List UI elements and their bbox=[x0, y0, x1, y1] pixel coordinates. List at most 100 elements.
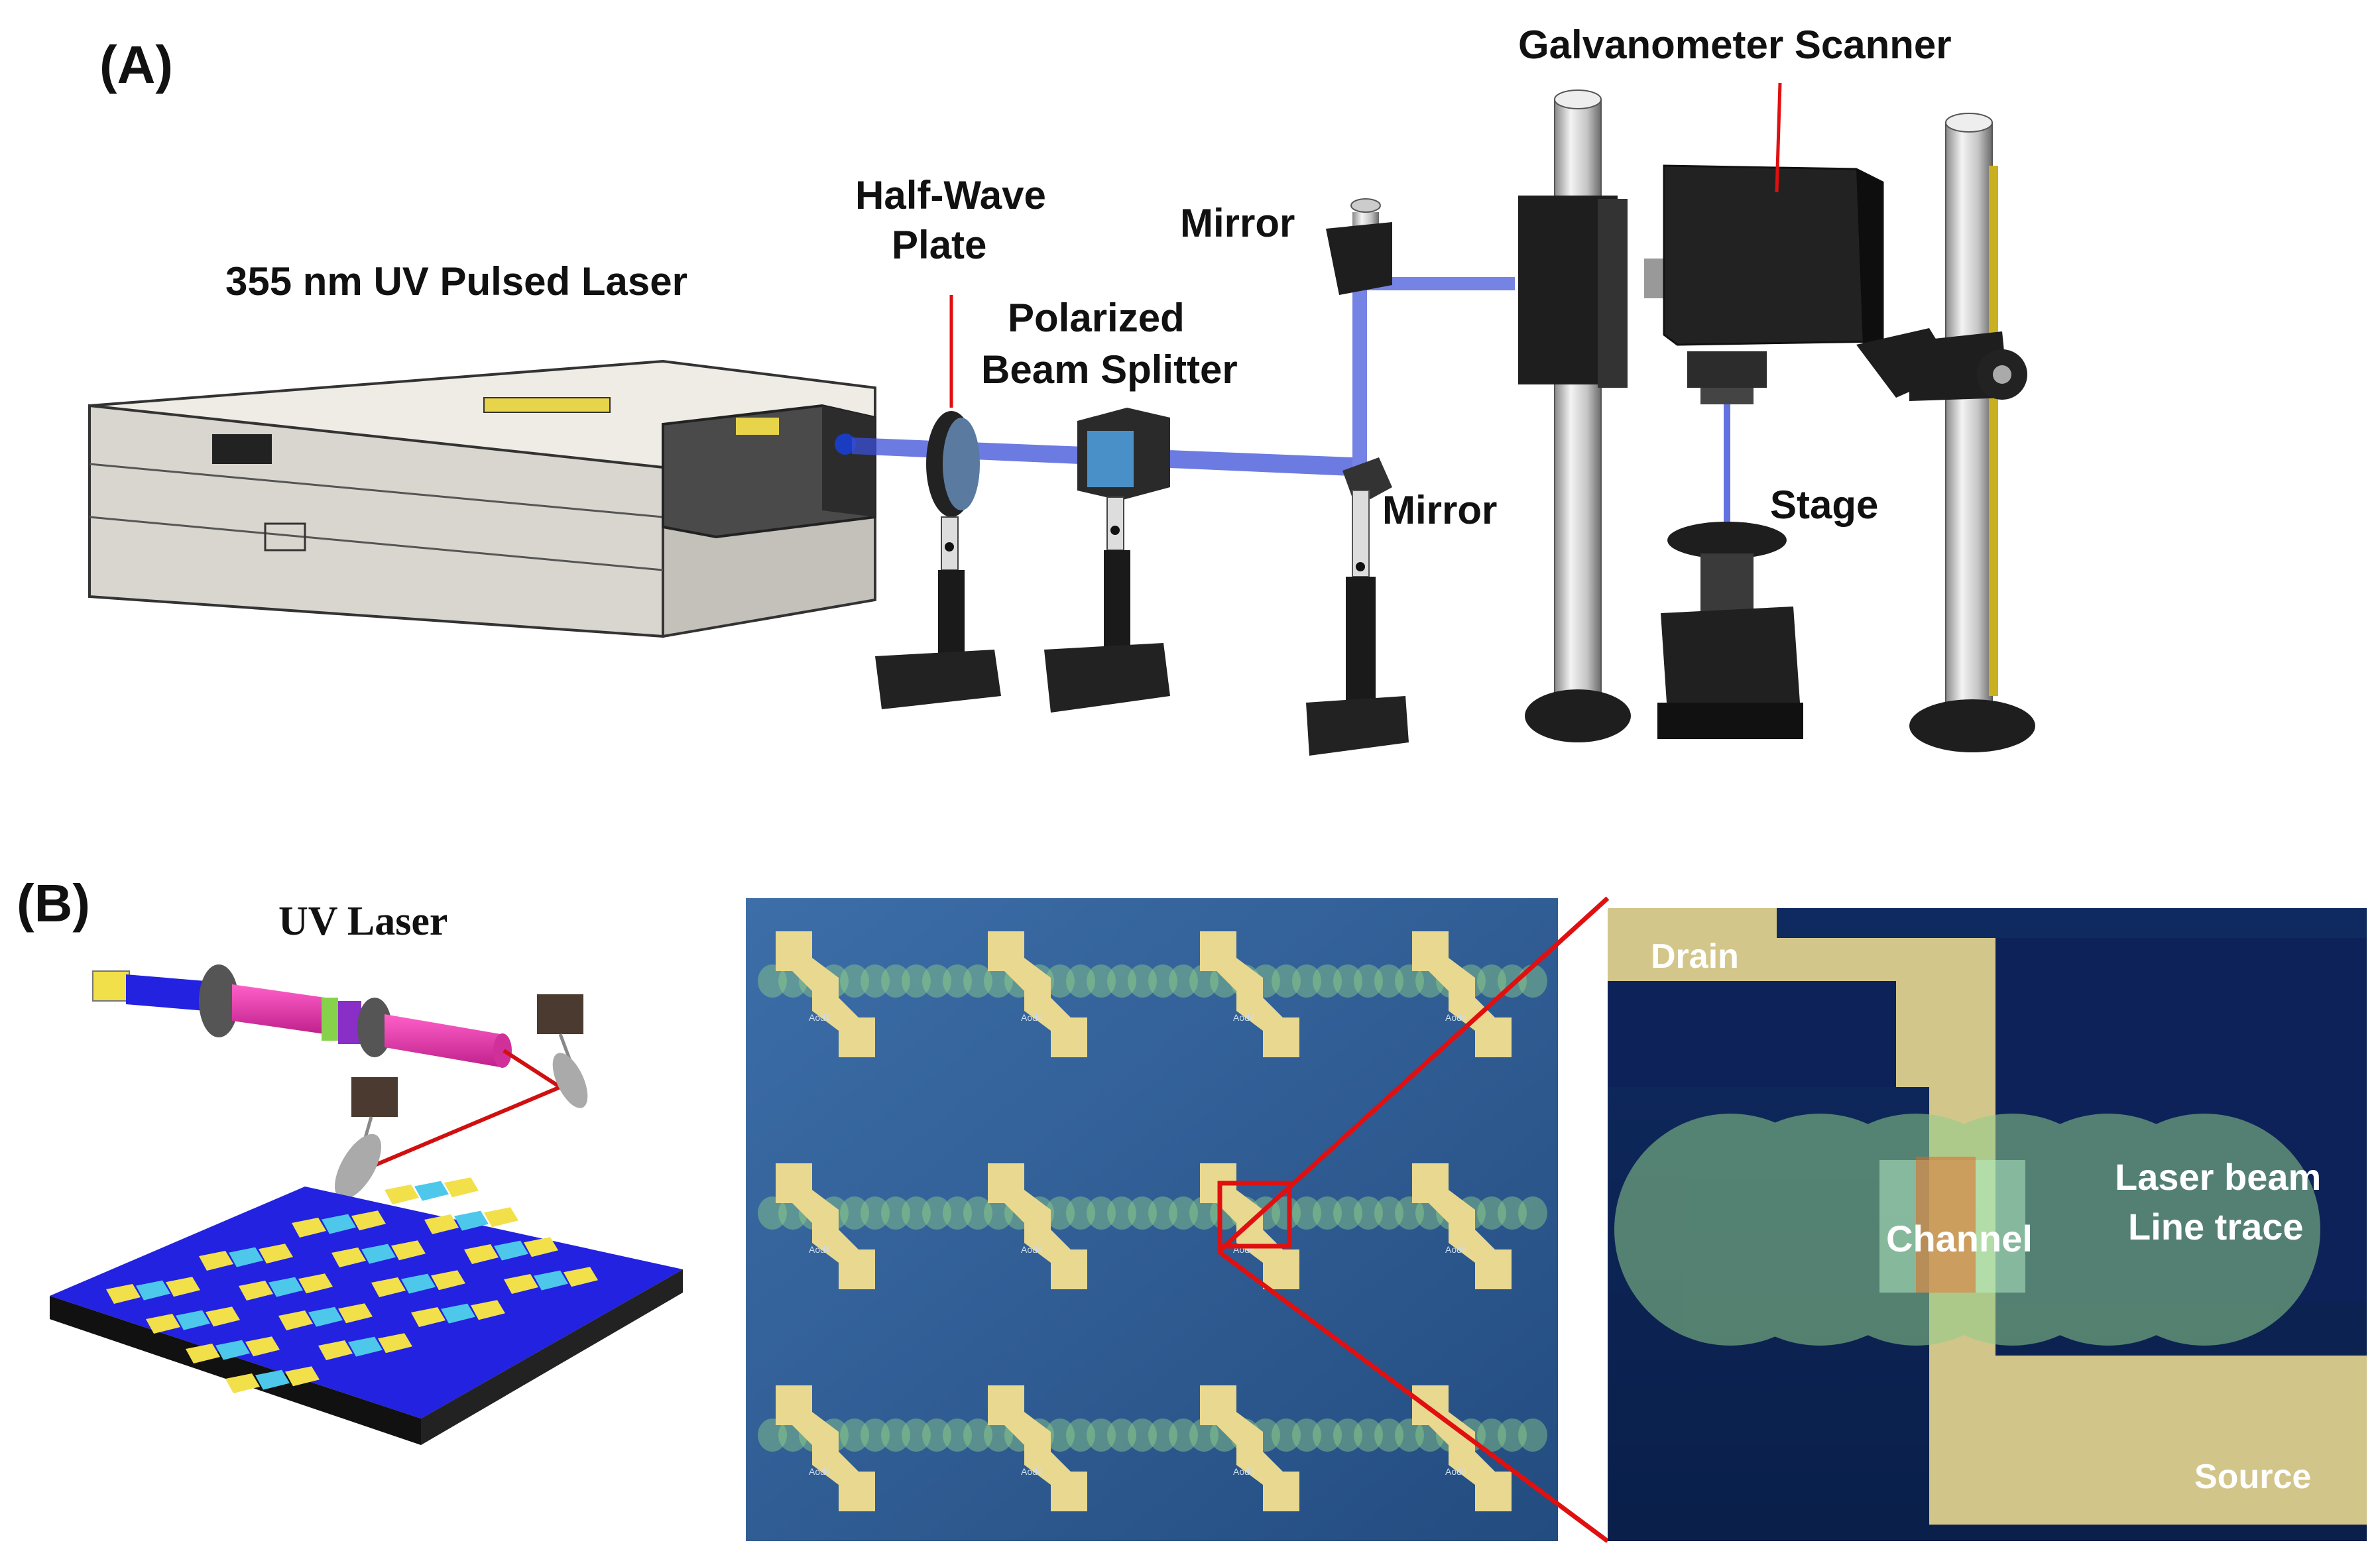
laser-spot bbox=[881, 1419, 910, 1452]
laser-spot bbox=[1189, 1419, 1219, 1452]
laser-spot bbox=[902, 964, 931, 998]
left-pillar bbox=[1518, 89, 1694, 742]
laser-spot bbox=[963, 1419, 992, 1452]
device-pad bbox=[431, 1270, 465, 1291]
laser-spot bbox=[881, 1196, 910, 1230]
device-pad bbox=[494, 1240, 528, 1261]
laser-spot bbox=[1313, 1196, 1342, 1230]
device-pad bbox=[166, 1277, 200, 1297]
laser-spot bbox=[1518, 1419, 1547, 1452]
source-label: Source bbox=[2194, 1458, 2311, 1496]
device-pad bbox=[385, 1185, 419, 1204]
laser-spot bbox=[1169, 1196, 1198, 1230]
laser-spot bbox=[1395, 964, 1424, 998]
laser-spot bbox=[1292, 1196, 1321, 1230]
device-pad bbox=[215, 1340, 250, 1360]
zoom-box bbox=[1217, 1181, 1292, 1249]
panel-b: (B) UV Laser bbox=[17, 874, 2367, 1543]
laser-spot bbox=[1374, 964, 1403, 998]
laser-spot bbox=[1272, 1419, 1301, 1452]
laser-spot bbox=[1189, 964, 1219, 998]
device-pad bbox=[484, 1207, 518, 1228]
laser-spot bbox=[861, 964, 890, 998]
laser-spot bbox=[922, 1196, 951, 1230]
device-pad bbox=[176, 1310, 210, 1330]
trace-label-1: Laser beam bbox=[2115, 1156, 2321, 1198]
half-wave-plate bbox=[875, 411, 1001, 709]
device-pad bbox=[239, 1281, 273, 1301]
device-pad bbox=[292, 1218, 326, 1238]
laser-spot bbox=[1313, 1419, 1342, 1452]
laser-spot bbox=[1189, 1196, 1219, 1230]
laser-spot bbox=[943, 1196, 972, 1230]
device-pad bbox=[391, 1240, 426, 1261]
chip-device bbox=[988, 1163, 1087, 1289]
laser-spot bbox=[1107, 964, 1136, 998]
laser-spot bbox=[1292, 1419, 1321, 1452]
device-pad bbox=[322, 1214, 356, 1234]
laser-spot bbox=[1477, 1196, 1506, 1230]
device-pad bbox=[229, 1247, 263, 1267]
channel-label: Channel bbox=[1886, 1218, 2033, 1259]
laser-spot bbox=[1354, 1419, 1383, 1452]
xyz-stage bbox=[1657, 522, 1803, 739]
stage-label: Stage bbox=[1770, 483, 1878, 527]
laser-spot bbox=[1292, 964, 1321, 998]
device-pad bbox=[524, 1237, 558, 1257]
laser-spot bbox=[1066, 964, 1095, 998]
uv-laser-label: UV Laser bbox=[278, 899, 447, 944]
laser-spot bbox=[1169, 1419, 1198, 1452]
laser-spot bbox=[1272, 1196, 1301, 1230]
laser-spot bbox=[840, 1419, 869, 1452]
laser-spot bbox=[1498, 1419, 1527, 1452]
device-pad bbox=[206, 1306, 240, 1327]
laser-spot bbox=[1087, 1196, 1116, 1230]
laser-spot bbox=[963, 964, 992, 998]
device-pad bbox=[278, 1310, 313, 1330]
device-pad bbox=[245, 1336, 280, 1357]
laser-spot bbox=[758, 1196, 787, 1230]
mirror-post bbox=[1306, 198, 1409, 756]
pbs-label-1: Polarized bbox=[1008, 296, 1185, 340]
laser-spot bbox=[1518, 964, 1547, 998]
laser-spot bbox=[1272, 964, 1301, 998]
laser-spot bbox=[840, 1196, 869, 1230]
zoom-line-top bbox=[1217, 896, 1610, 1253]
laser-spot bbox=[861, 1196, 890, 1230]
panel-b-tag: (B) bbox=[17, 874, 90, 933]
chip-device-label: Aod4 bbox=[1445, 1466, 1467, 1477]
device-pad bbox=[318, 1340, 353, 1360]
chip-device-label: Aod4 bbox=[1233, 1466, 1255, 1477]
laser-spot bbox=[902, 1419, 931, 1452]
chip-device bbox=[988, 1385, 1087, 1511]
device-pad bbox=[441, 1303, 475, 1324]
drain-label: Drain bbox=[1651, 937, 1739, 976]
mirror-bottom-label: Mirror bbox=[1382, 488, 1497, 532]
chip-device-label: Aod4 bbox=[1021, 1244, 1043, 1255]
chip-device bbox=[776, 1163, 875, 1289]
trace-label-2: Line trace bbox=[2128, 1206, 2304, 1248]
device-pad bbox=[564, 1267, 598, 1287]
laser-spot bbox=[1045, 1419, 1075, 1452]
chip-device bbox=[776, 931, 875, 1057]
laser-spot bbox=[984, 964, 1013, 998]
galvo-callout bbox=[1775, 82, 1782, 193]
device-pad bbox=[504, 1274, 538, 1294]
laser-spot bbox=[1128, 964, 1157, 998]
device-pad bbox=[338, 1303, 373, 1324]
laser-spot bbox=[1169, 964, 1198, 998]
laser-spot bbox=[881, 964, 910, 998]
laser-label: 355 nm UV Pulsed Laser bbox=[225, 259, 687, 304]
device-pad bbox=[534, 1270, 568, 1291]
device-pad bbox=[471, 1300, 505, 1320]
device-pad bbox=[348, 1336, 383, 1357]
chip-device bbox=[988, 931, 1087, 1057]
chip-device bbox=[1200, 931, 1299, 1057]
device-pad bbox=[371, 1277, 406, 1297]
mirror-top-label: Mirror bbox=[1180, 201, 1295, 245]
laser-spot bbox=[1087, 1419, 1116, 1452]
galvo-label: Galvanometer Scanner bbox=[1518, 23, 1952, 67]
laser-spot bbox=[1477, 1419, 1506, 1452]
laser-spot bbox=[943, 964, 972, 998]
